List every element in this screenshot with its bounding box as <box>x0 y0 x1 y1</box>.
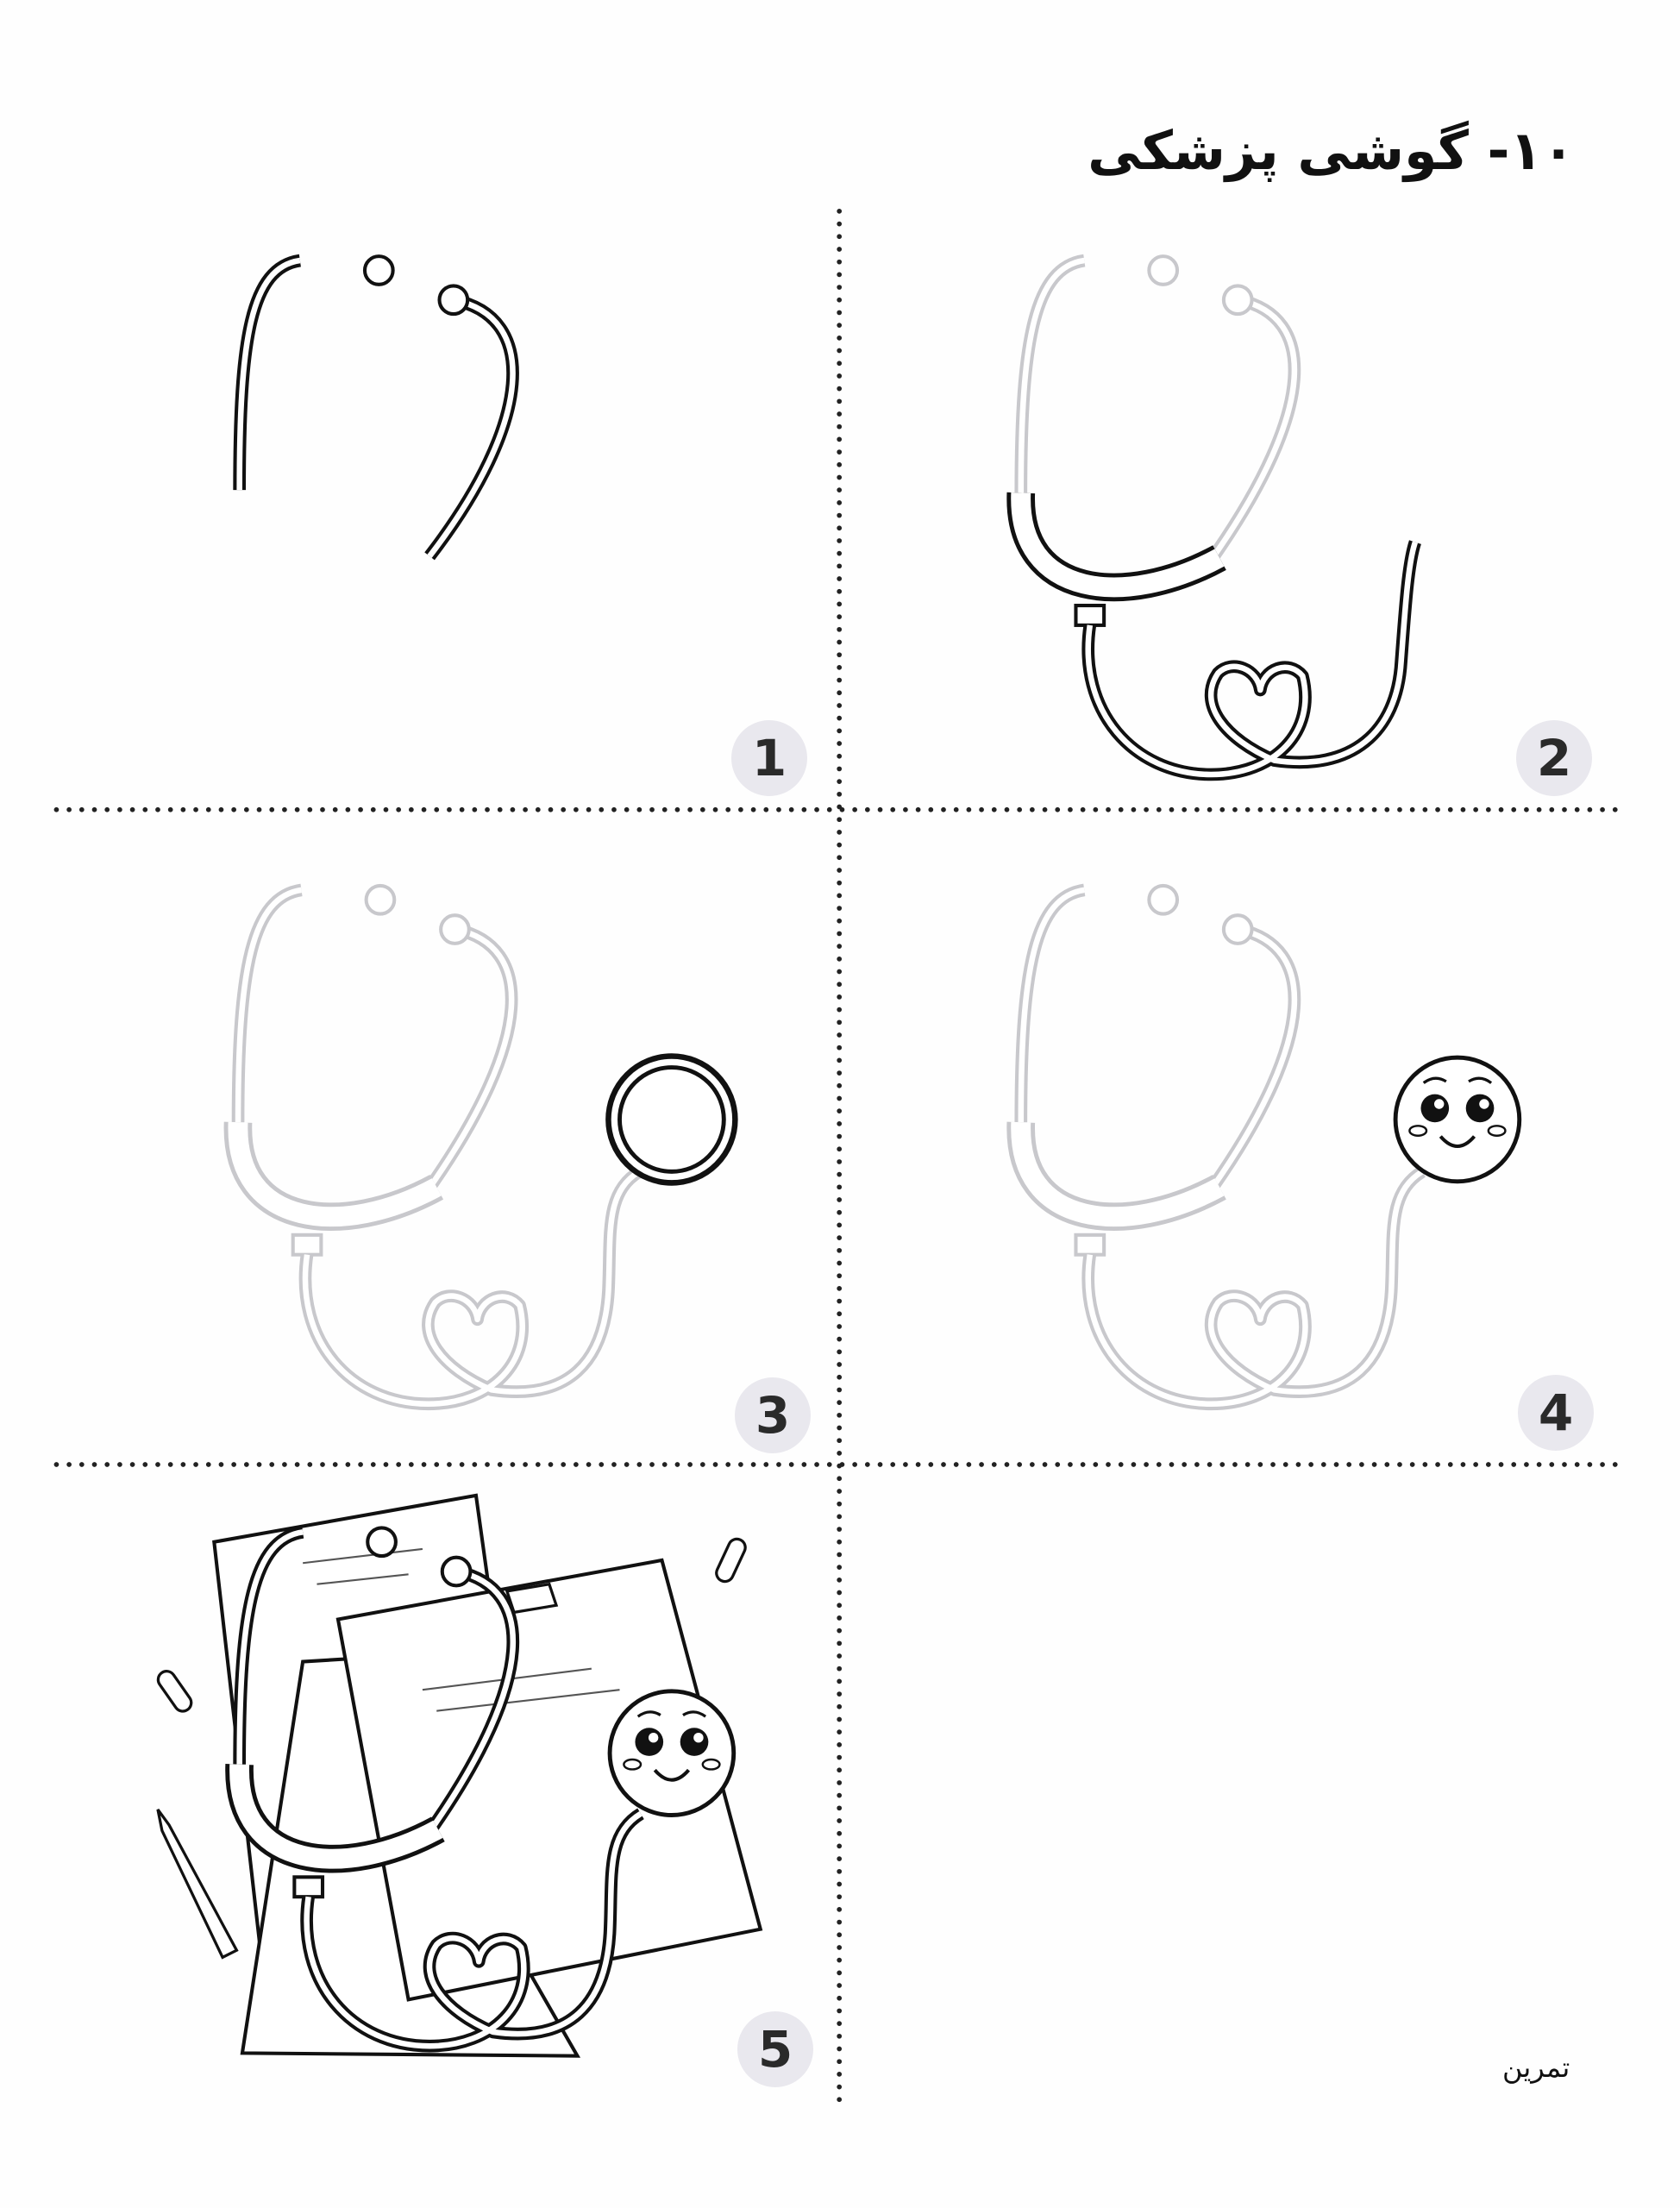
step-number-badge: 1 <box>731 720 807 796</box>
step-1-drawing <box>233 254 519 561</box>
page-title: ۱۰- گوشی پزشکی <box>1088 119 1575 182</box>
step-2-drawing <box>1021 256 1415 775</box>
step-4-drawing <box>1021 886 1520 1404</box>
step-3-drawing <box>238 886 738 1404</box>
step-number-badge: 4 <box>1518 1375 1594 1451</box>
practice-label: تمرین <box>1502 2051 1570 2084</box>
step-number-badge: 5 <box>737 2011 813 2087</box>
step-number-badge: 2 <box>1516 720 1592 796</box>
step-5-drawing <box>156 1493 763 2056</box>
step-number-badge: 3 <box>735 1377 811 1453</box>
